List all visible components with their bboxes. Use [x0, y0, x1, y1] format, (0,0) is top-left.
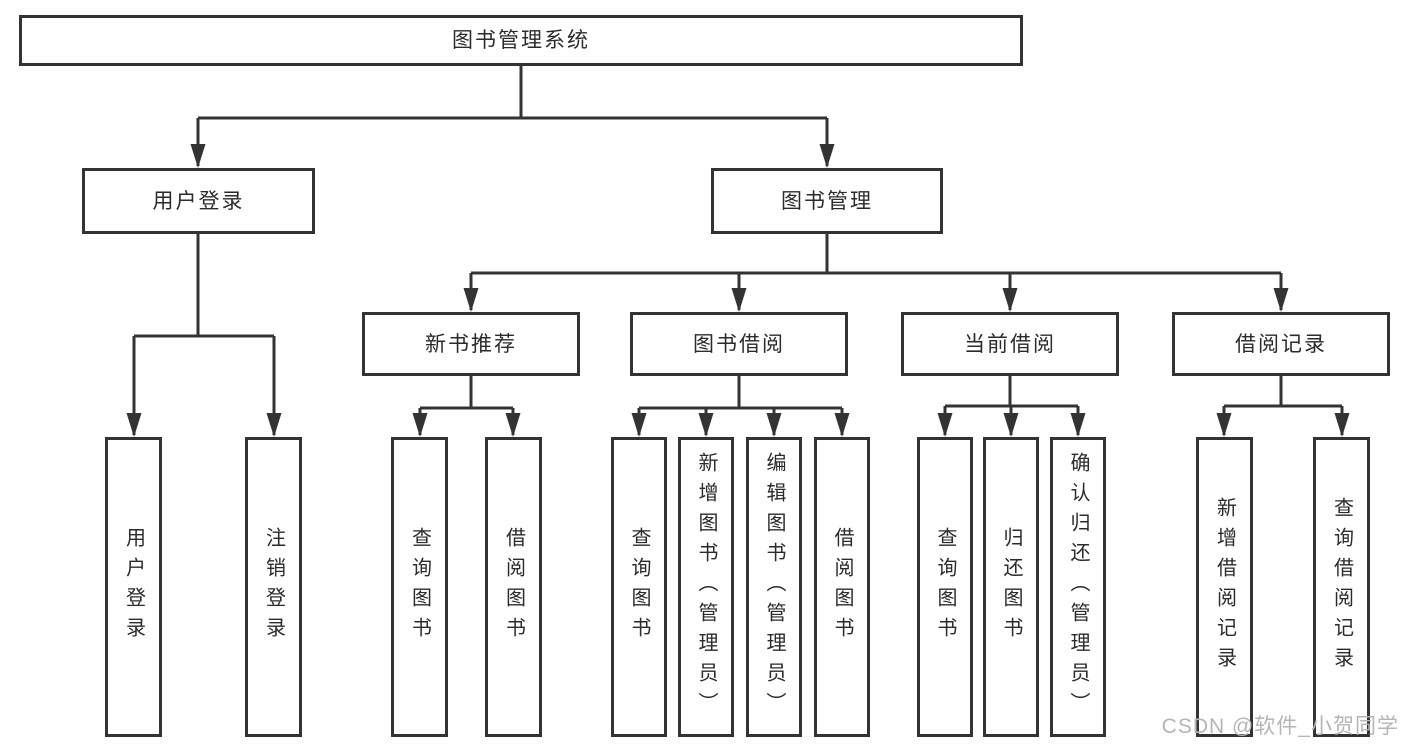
arrowheads [126, 144, 1350, 437]
csdn-watermark: CSDN @软件_小贺同学 [1161, 715, 1399, 738]
node-book-management-label: 图书管理 [781, 189, 873, 213]
node-book-borrowing: 图书借阅 [630, 312, 848, 376]
node-leaf-br-add-record-label: 新增借阅记录 [1213, 497, 1236, 677]
node-borrowing-records: 借阅记录 [1172, 312, 1390, 376]
node-root: 图书管理系统 [19, 15, 1023, 66]
node-user-login: 用户登录 [82, 168, 315, 234]
node-leaf-bb-edit-book: 编辑图书（管理员） [746, 437, 802, 737]
node-leaf-cb-return-book: 归还图书 [983, 437, 1039, 737]
node-leaf-bb-borrow-book-label: 借阅图书 [831, 527, 853, 647]
node-leaf-bb-add-book: 新增图书（管理员） [678, 437, 734, 737]
node-leaf-user-login: 用户登录 [105, 437, 162, 737]
node-new-book-recommend-label: 新书推荐 [425, 332, 517, 356]
node-book-management: 图书管理 [711, 168, 943, 234]
node-leaf-user-login-label: 用户登录 [122, 527, 145, 647]
node-user-login-label: 用户登录 [152, 189, 245, 213]
node-leaf-br-query-record: 查询借阅记录 [1313, 437, 1370, 737]
node-leaf-rec-query-book-label: 查询图书 [408, 527, 431, 647]
node-leaf-cb-confirm-return: 确认归还（管理员） [1050, 437, 1106, 737]
node-leaf-bb-edit-book-label: 编辑图书（管理员） [763, 452, 785, 722]
node-leaf-cb-return-book-label: 归还图书 [1000, 527, 1022, 647]
node-leaf-rec-borrow-book: 借阅图书 [485, 437, 542, 737]
node-leaf-rec-borrow-book-label: 借阅图书 [502, 527, 525, 647]
node-book-borrowing-label: 图书借阅 [693, 332, 785, 356]
node-leaf-cb-confirm-return-label: 确认归还（管理员） [1067, 452, 1089, 722]
node-leaf-cb-query-book: 查询图书 [917, 437, 973, 737]
node-leaf-cb-query-book-label: 查询图书 [934, 527, 956, 647]
node-root-label: 图书管理系统 [452, 29, 590, 52]
node-leaf-logout: 注销登录 [245, 437, 302, 737]
node-leaf-bb-add-book-label: 新增图书（管理员） [695, 452, 717, 722]
node-leaf-br-query-record-label: 查询借阅记录 [1330, 497, 1353, 677]
node-leaf-br-add-record: 新增借阅记录 [1196, 437, 1253, 737]
node-current-borrowing-label: 当前借阅 [964, 332, 1056, 356]
node-borrowing-records-label: 借阅记录 [1235, 332, 1327, 356]
node-leaf-rec-query-book: 查询图书 [391, 437, 448, 737]
node-leaf-logout-label: 注销登录 [262, 527, 285, 647]
node-leaf-bb-query-book-label: 查询图书 [628, 527, 650, 647]
node-leaf-bb-borrow-book: 借阅图书 [814, 437, 870, 737]
node-new-book-recommend: 新书推荐 [362, 312, 580, 376]
node-leaf-bb-query-book: 查询图书 [611, 437, 667, 737]
node-current-borrowing: 当前借阅 [901, 312, 1119, 376]
